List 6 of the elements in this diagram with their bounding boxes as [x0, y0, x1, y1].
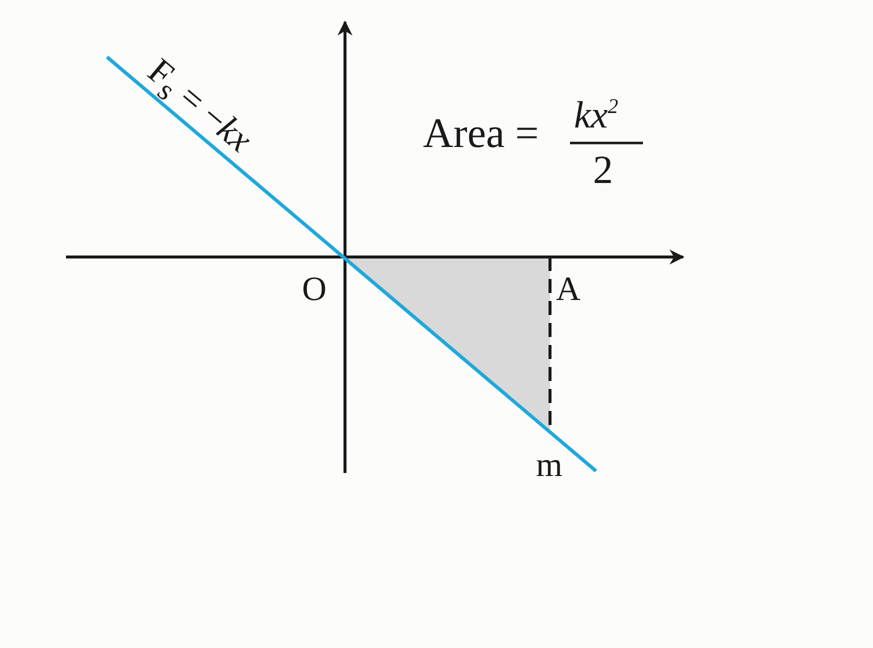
numerator: kx$^{2}$	[574, 96, 618, 135]
point-label: m	[536, 449, 562, 483]
origin-label: O	[302, 273, 327, 307]
denominator: 2	[593, 150, 613, 190]
point-label: A	[556, 273, 581, 307]
area-label: Area =	[423, 113, 539, 155]
